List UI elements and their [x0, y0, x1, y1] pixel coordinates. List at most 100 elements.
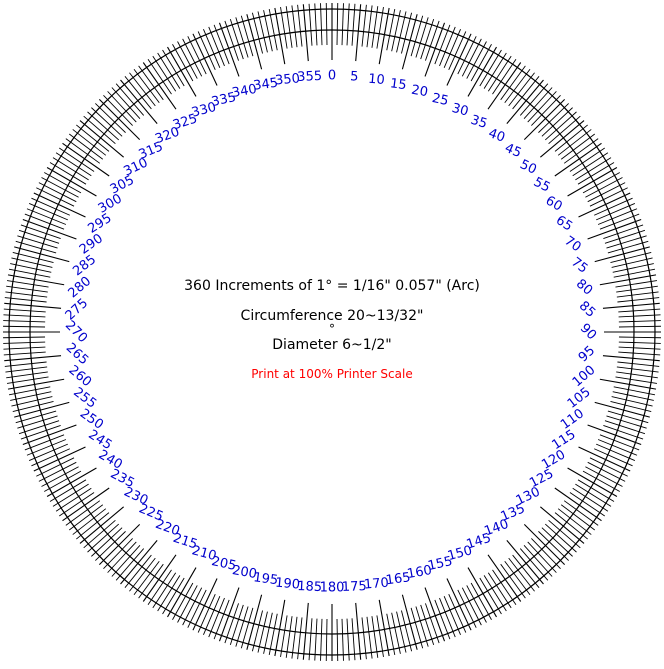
tick-93 — [618, 346, 661, 350]
tick-346 — [251, 12, 264, 54]
tick-139 — [519, 548, 549, 581]
tick-352 — [285, 6, 293, 48]
tick-347 — [257, 11, 268, 53]
tick-155 — [446, 578, 472, 631]
tick-109 — [603, 425, 644, 440]
tick-224 — [103, 538, 133, 569]
degree-label-195: 195 — [252, 570, 279, 588]
tick-272 — [3, 320, 46, 323]
tick-221 — [115, 548, 145, 581]
tick-99 — [615, 376, 658, 384]
tick-14 — [400, 12, 413, 54]
degree-label-205: 205 — [210, 554, 237, 574]
degree-label-200: 200 — [231, 563, 258, 582]
tick-312 — [87, 111, 120, 141]
tick-267 — [3, 346, 46, 350]
tick-27 — [461, 38, 482, 77]
tick-175 — [355, 602, 362, 660]
tick-342 — [229, 18, 244, 60]
tick-145 — [487, 554, 522, 602]
tick-202 — [208, 597, 225, 638]
tick-151 — [470, 582, 492, 620]
tick-106 — [607, 410, 649, 424]
tick-86 — [618, 308, 661, 313]
tick-148 — [483, 575, 507, 612]
tick-38 — [508, 72, 535, 107]
tick-235 — [62, 487, 110, 522]
tick-55 — [554, 142, 602, 177]
tick-247 — [28, 443, 68, 461]
tick-182 — [320, 618, 323, 661]
tick-191 — [268, 613, 278, 656]
tick-48 — [544, 111, 577, 141]
degree-label-175: 175 — [342, 579, 367, 595]
tick-225 — [98, 523, 141, 566]
tick-136 — [531, 538, 561, 569]
tick-179 — [336, 618, 339, 661]
tick-172 — [371, 616, 379, 658]
tick-219 — [124, 554, 152, 588]
tick-170 — [378, 599, 390, 657]
tick-274 — [3, 308, 46, 313]
degree-label-340: 340 — [231, 82, 258, 101]
tick-135 — [523, 523, 566, 566]
degree-label-115: 115 — [550, 427, 579, 453]
tick-82 — [616, 285, 658, 293]
tick-25 — [446, 33, 472, 86]
tick-243 — [38, 461, 77, 482]
tick-212 — [157, 575, 181, 612]
tick-125 — [554, 487, 602, 522]
degree-label-190: 190 — [275, 576, 301, 593]
tick-85 — [602, 302, 660, 309]
tick-8 — [371, 6, 379, 48]
tick-297 — [38, 182, 77, 203]
tick-254 — [15, 410, 57, 424]
tick-159 — [434, 599, 451, 640]
tick-178 — [341, 618, 344, 661]
tick-310 — [79, 120, 124, 158]
tick-60 — [567, 167, 618, 197]
tick-356 — [308, 3, 313, 46]
tick-226 — [95, 531, 126, 561]
degree-label-30: 30 — [450, 101, 470, 120]
tick-13 — [396, 11, 407, 53]
tick-183 — [314, 618, 318, 661]
tick-91 — [618, 336, 661, 339]
tick-186 — [297, 617, 303, 660]
tick-332 — [177, 41, 198, 79]
tick-67 — [596, 203, 636, 221]
tick-341 — [224, 20, 239, 61]
tick-198 — [229, 604, 244, 646]
tick-301 — [49, 162, 87, 185]
tick-311 — [83, 115, 116, 145]
tick-49 — [548, 115, 581, 145]
tick-88 — [618, 320, 661, 323]
tick-223 — [107, 541, 137, 573]
tick-39 — [512, 76, 540, 110]
tick-218 — [129, 557, 156, 592]
tick-233 — [68, 504, 104, 531]
tick-314 — [95, 103, 126, 133]
tick-34 — [492, 58, 517, 95]
tick-354 — [297, 4, 303, 47]
tick-193 — [257, 611, 268, 653]
print-scale-note: Print at 100% Printer Scale — [251, 367, 413, 381]
tick-222 — [111, 544, 141, 577]
tick-293 — [28, 203, 68, 221]
tick-113 — [596, 443, 636, 461]
tick-229 — [83, 519, 116, 549]
increments-text: 360 Increments of 1° = 1/16" 0.057" (Arc… — [184, 278, 480, 294]
degree-label-0: 0 — [328, 69, 336, 84]
tick-339 — [213, 24, 230, 65]
tick-114 — [594, 448, 633, 467]
tick-334 — [187, 36, 207, 75]
tick-110 — [587, 424, 642, 446]
tick-166 — [400, 610, 413, 652]
tick-35 — [487, 62, 522, 110]
degree-label-330: 330 — [190, 100, 218, 121]
tick-50 — [540, 120, 585, 158]
degree-label-50: 50 — [517, 157, 538, 178]
tick-154 — [457, 589, 477, 628]
tick-326 — [147, 58, 172, 95]
tick-315 — [98, 98, 141, 141]
